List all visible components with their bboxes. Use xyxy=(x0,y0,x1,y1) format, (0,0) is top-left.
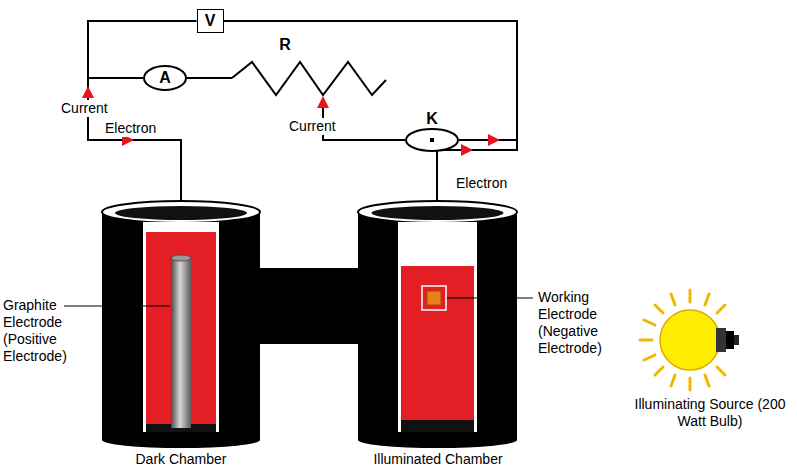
key-outline xyxy=(405,128,459,152)
electron-arrow xyxy=(461,144,473,156)
label-holder: Electron xyxy=(455,174,508,192)
label-holder: Electron xyxy=(104,119,157,137)
ammeter-circle: A xyxy=(143,65,187,91)
label-holder: Graphite Electrode (Positive Electrode) xyxy=(3,297,77,365)
light-rays xyxy=(640,290,725,390)
chamber-rim xyxy=(102,201,260,223)
label-holder: Illuminating Source (200 Watt Bulb) xyxy=(630,396,790,430)
label-holder: Current xyxy=(60,99,109,117)
current-arrow xyxy=(488,134,500,146)
node-text: V xyxy=(205,12,216,30)
resistor-symbol xyxy=(232,62,386,95)
current-label: Current xyxy=(288,118,337,135)
wire xyxy=(187,77,232,79)
circuit-wire xyxy=(224,21,518,140)
solution xyxy=(146,232,216,428)
node-text: A xyxy=(159,69,171,87)
label-holder: Illuminated Chamber xyxy=(362,451,514,468)
label-holder: Dark Chamber xyxy=(106,451,256,468)
light-bulb xyxy=(640,290,739,390)
leader-line xyxy=(64,306,170,307)
leader-line xyxy=(447,298,533,299)
solution xyxy=(401,266,474,424)
chamber-body xyxy=(102,212,260,440)
tube-bottom xyxy=(401,420,474,432)
working-electrode xyxy=(427,291,441,305)
chamber-opening xyxy=(115,206,247,220)
chamber-label: Dark Chamber xyxy=(106,451,256,468)
electrode-cap xyxy=(171,255,191,261)
graphite-electrode xyxy=(171,258,191,428)
key-switch: K xyxy=(405,110,459,152)
source-label: Illuminating Source (200 Watt Bulb) xyxy=(630,396,790,430)
electrode-label: Working Electrode (Negative Electrode) xyxy=(538,289,634,357)
meter-box: V xyxy=(197,9,224,33)
illuminated-chamber xyxy=(358,201,517,448)
current-arrow xyxy=(317,96,329,108)
bulb-base xyxy=(726,331,734,349)
key-outline xyxy=(406,129,458,151)
resistor-label: R xyxy=(276,36,294,53)
key-plug xyxy=(430,138,434,142)
electron-label: Electron xyxy=(104,120,157,137)
node-text: K xyxy=(405,110,459,128)
salt-bridge xyxy=(258,268,360,344)
chamber-rim xyxy=(358,201,517,223)
bulb-glass xyxy=(660,310,720,370)
electron-label: Electron xyxy=(455,175,508,192)
chamber-opening xyxy=(372,206,504,220)
electrode-frame xyxy=(422,286,446,310)
current-arrow xyxy=(82,86,94,98)
inner-tube xyxy=(143,222,219,432)
current-label: Current xyxy=(60,100,109,117)
label-holder: R xyxy=(276,36,294,53)
bulb-base xyxy=(716,328,726,352)
bulb-contact xyxy=(734,335,739,345)
chamber-body xyxy=(358,212,517,440)
label-holder: Working Electrode (Negative Electrode) xyxy=(538,289,634,357)
chamber-base xyxy=(358,432,517,448)
meter-outline xyxy=(144,66,186,90)
dark-chamber xyxy=(102,201,260,448)
chamber-label: Illuminated Chamber xyxy=(362,451,514,468)
red-arrows xyxy=(82,86,500,156)
chamber-base xyxy=(102,432,260,448)
electrode-label: Graphite Electrode (Positive Electrode) xyxy=(3,297,77,365)
label-holder: Current xyxy=(288,117,337,135)
inner-tube xyxy=(398,222,477,432)
